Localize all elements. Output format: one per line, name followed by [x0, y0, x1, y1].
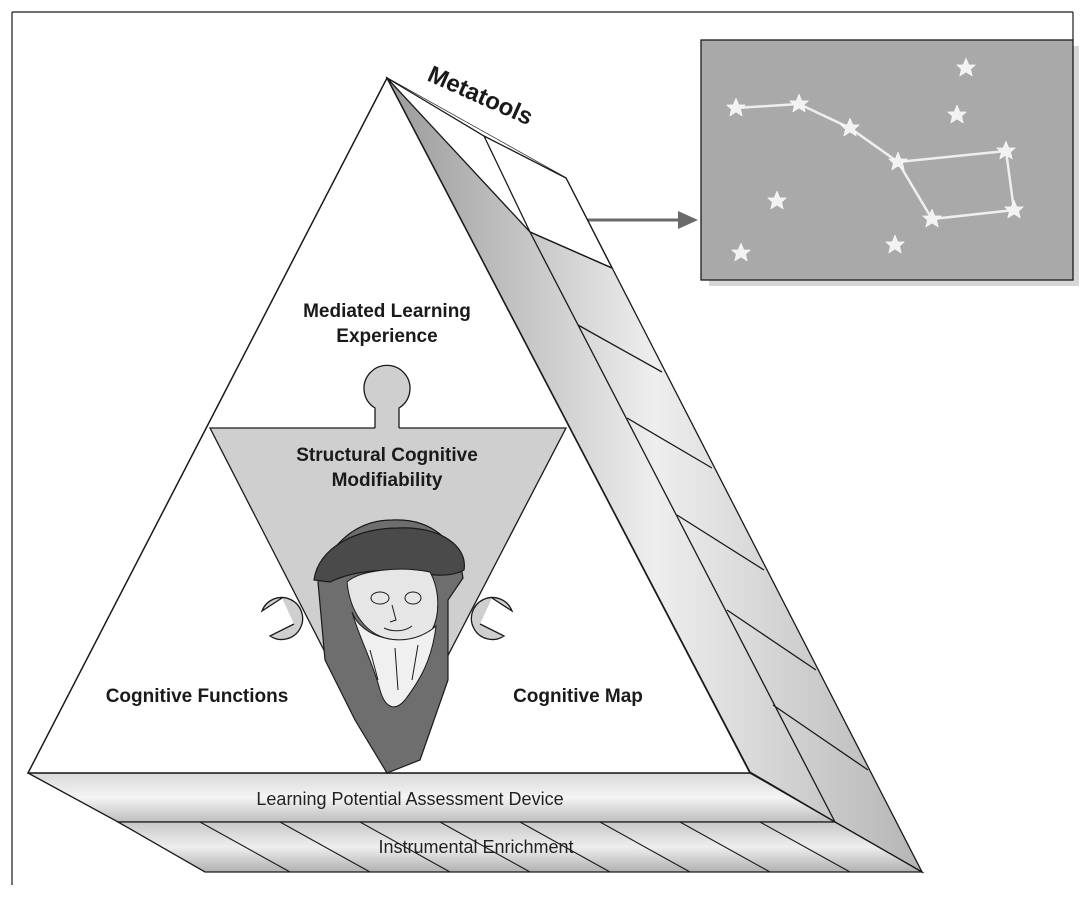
mediated-learning-label-line1: Mediated Learning [303, 301, 471, 322]
lpad-label: Learning Potential Assessment Device [256, 789, 563, 809]
cognitive-map-label: Cognitive Map [513, 686, 643, 707]
scm-label-line1: Structural Cognitive [296, 445, 478, 466]
constellation-lines [735, 102, 1016, 221]
bearded-man-portrait [313, 519, 465, 774]
constellation-panel [700, 39, 1079, 286]
cognitive-functions-label: Cognitive Functions [106, 686, 289, 707]
frame [11, 11, 1074, 885]
base-slab-instrumental [115, 821, 925, 873]
mediated-learning-label-line2: Experience [336, 326, 437, 347]
arrow-to-panel [587, 211, 698, 229]
scm-label-line2: Modifiability [332, 470, 443, 491]
instrumental-enrichment-label: Instrumental Enrichment [378, 837, 573, 857]
pyramid-side-face [385, 76, 924, 874]
